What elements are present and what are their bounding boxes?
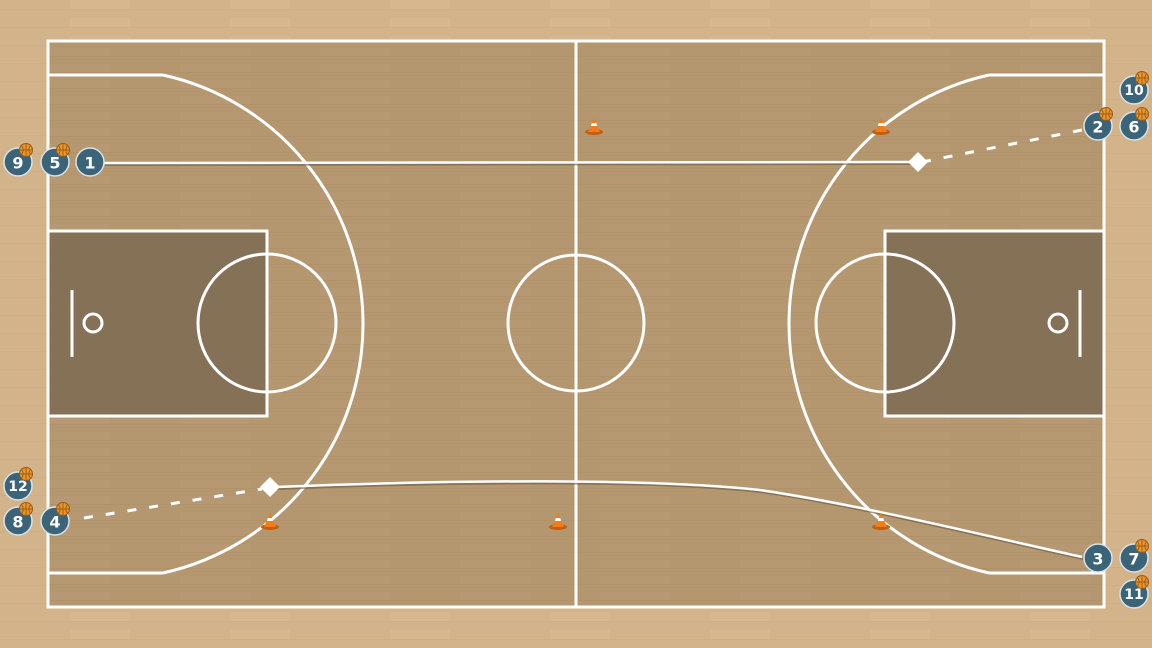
- player-number: 1: [84, 154, 95, 173]
- basketball-icon: [56, 143, 70, 157]
- player-3[interactable]: 3: [1083, 543, 1113, 573]
- left-key: [46, 229, 269, 418]
- movement-paths: [83, 128, 1084, 560]
- player-number: 6: [1128, 118, 1139, 137]
- player-1[interactable]: 1: [75, 147, 105, 177]
- cone-icon: [261, 513, 279, 530]
- player-12[interactable]: 12: [3, 467, 33, 501]
- player-4[interactable]: 4: [40, 502, 70, 536]
- right-three-point-arc: [787, 73, 990, 575]
- handoff-markers: [260, 152, 928, 497]
- basketball-icon: [19, 502, 33, 516]
- basketball-icon: [19, 143, 33, 157]
- cone-icon: [585, 118, 603, 135]
- right-free-throw-circle: [814, 252, 956, 394]
- player-number: 7: [1128, 550, 1139, 569]
- basketball-icon: [1135, 575, 1149, 589]
- player-number: 5: [49, 154, 60, 173]
- center-circle: [506, 253, 646, 393]
- basketball-icon: [1135, 539, 1149, 553]
- player-number: 10: [1124, 83, 1144, 99]
- player-6[interactable]: 6: [1119, 107, 1149, 141]
- player-number: 11: [1124, 587, 1143, 603]
- basketball-icon: [1135, 71, 1149, 85]
- movement-run-1: [103, 160, 918, 166]
- left-free-throw-circle: [196, 252, 338, 394]
- player-10[interactable]: 10: [1119, 71, 1149, 105]
- cones: [261, 118, 890, 530]
- left-paint: [48, 231, 267, 416]
- player-8[interactable]: 8: [3, 502, 33, 536]
- player-5[interactable]: 5: [40, 143, 70, 177]
- right-hoop: [1047, 312, 1069, 334]
- cone-icon: [549, 513, 567, 530]
- basketball-icon: [1135, 107, 1149, 121]
- basketball-icon: [56, 502, 70, 516]
- cone-icon: [872, 513, 890, 530]
- court-lines: [46, 39, 1106, 609]
- basketball-icon: [1099, 107, 1113, 121]
- player-number: 4: [49, 513, 60, 532]
- right-paint: [885, 231, 1104, 416]
- diamond-marker-icon: [908, 152, 928, 172]
- left-three-point-arc: [162, 73, 365, 575]
- movement-run-3: [275, 480, 1084, 560]
- player-7[interactable]: 7: [1119, 539, 1149, 573]
- cone-icon: [872, 118, 890, 135]
- player-11[interactable]: 11: [1119, 575, 1149, 609]
- left-hoop: [82, 312, 104, 334]
- basketball-icon: [19, 467, 33, 481]
- player-number: 9: [12, 154, 23, 173]
- right-key: [883, 229, 1106, 418]
- movement-pass-4: [83, 487, 263, 520]
- player-number: 3: [1092, 550, 1103, 569]
- player-number: 8: [12, 513, 23, 532]
- player-number: 12: [8, 479, 27, 495]
- diamond-marker-icon: [260, 477, 280, 497]
- player-number: 2: [1092, 118, 1103, 137]
- movement-pass-2: [921, 128, 1083, 164]
- player-9[interactable]: 9: [3, 143, 33, 177]
- player-2[interactable]: 2: [1083, 107, 1113, 141]
